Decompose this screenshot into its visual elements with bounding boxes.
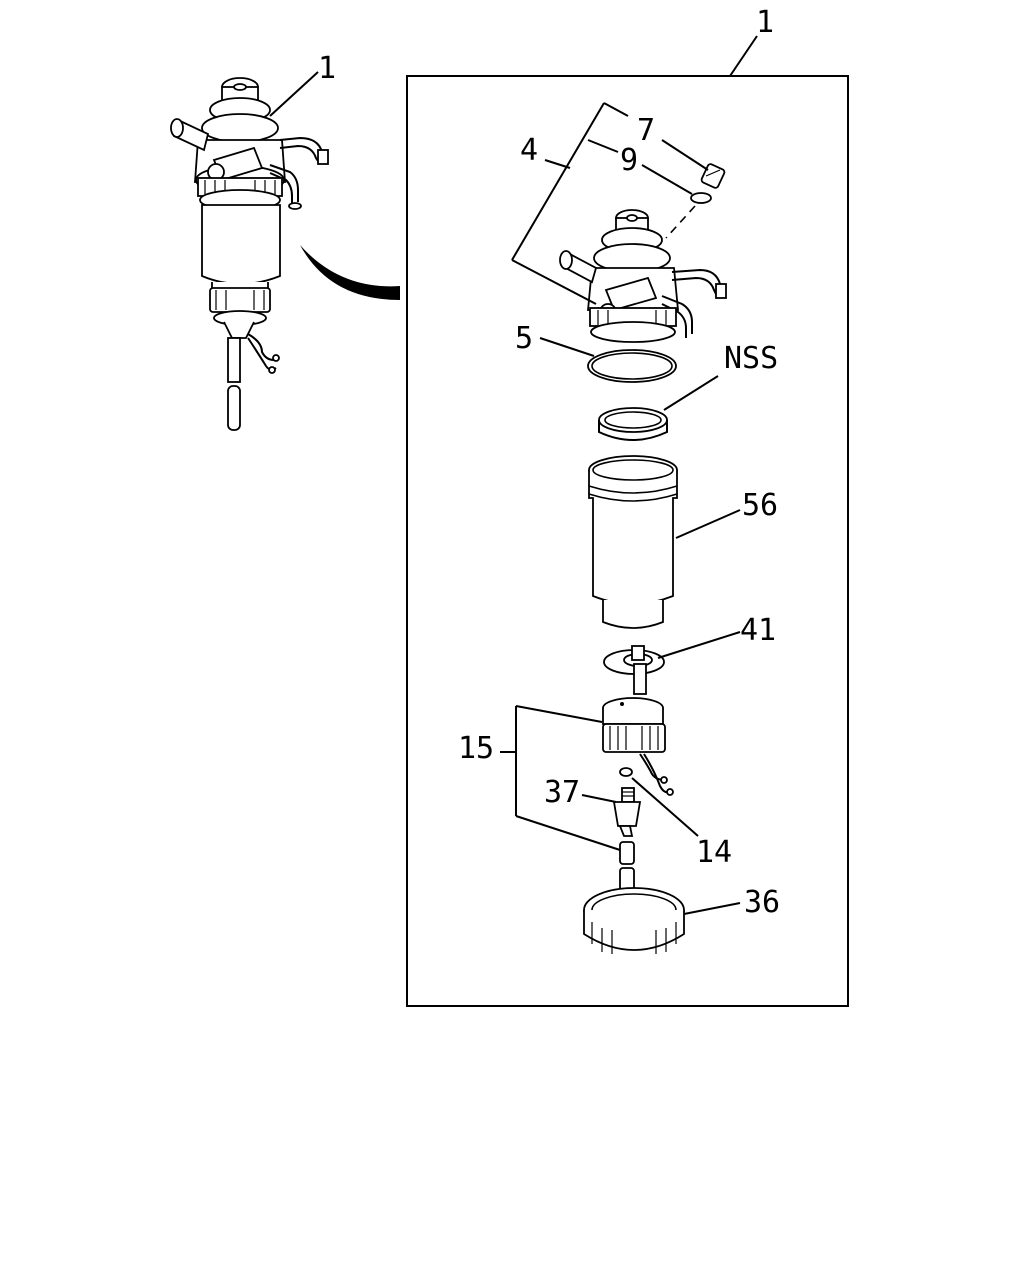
connection-arrow: [300, 245, 400, 300]
callout-assembly-top: 1: [756, 5, 774, 40]
callout-washer: 9: [620, 143, 638, 178]
sensor-part: [602, 697, 674, 796]
callout-ring-nut: 36: [744, 885, 780, 920]
filter-head-part: [559, 209, 727, 343]
gasket-part: [603, 645, 665, 695]
callout-nss: NSS: [724, 341, 778, 376]
exploded-view-frame: [406, 75, 849, 1007]
filter-element-part: [588, 455, 678, 629]
ring-nut-part: [583, 887, 685, 954]
callout-o-ring: 5: [515, 321, 533, 356]
callout-element: 56: [742, 488, 778, 523]
assembled-filter-view: [170, 71, 400, 431]
callout-gasket: 41: [740, 613, 776, 648]
callout-sensor: 15: [458, 731, 494, 766]
callout-drain: 37: [544, 775, 580, 810]
callout-head: 4: [520, 133, 538, 168]
washer-part: [690, 192, 712, 204]
small-o-ring-part: [619, 767, 633, 777]
leader-lines: [500, 102, 741, 915]
callout-bolt: 7: [637, 113, 655, 148]
callout-small-o-ring: 14: [696, 835, 732, 870]
o-ring-part: [587, 349, 677, 383]
nss-ring-part: [598, 407, 668, 441]
callout-assembly-small: 1: [318, 51, 336, 86]
drain-plug-part: [612, 787, 642, 895]
